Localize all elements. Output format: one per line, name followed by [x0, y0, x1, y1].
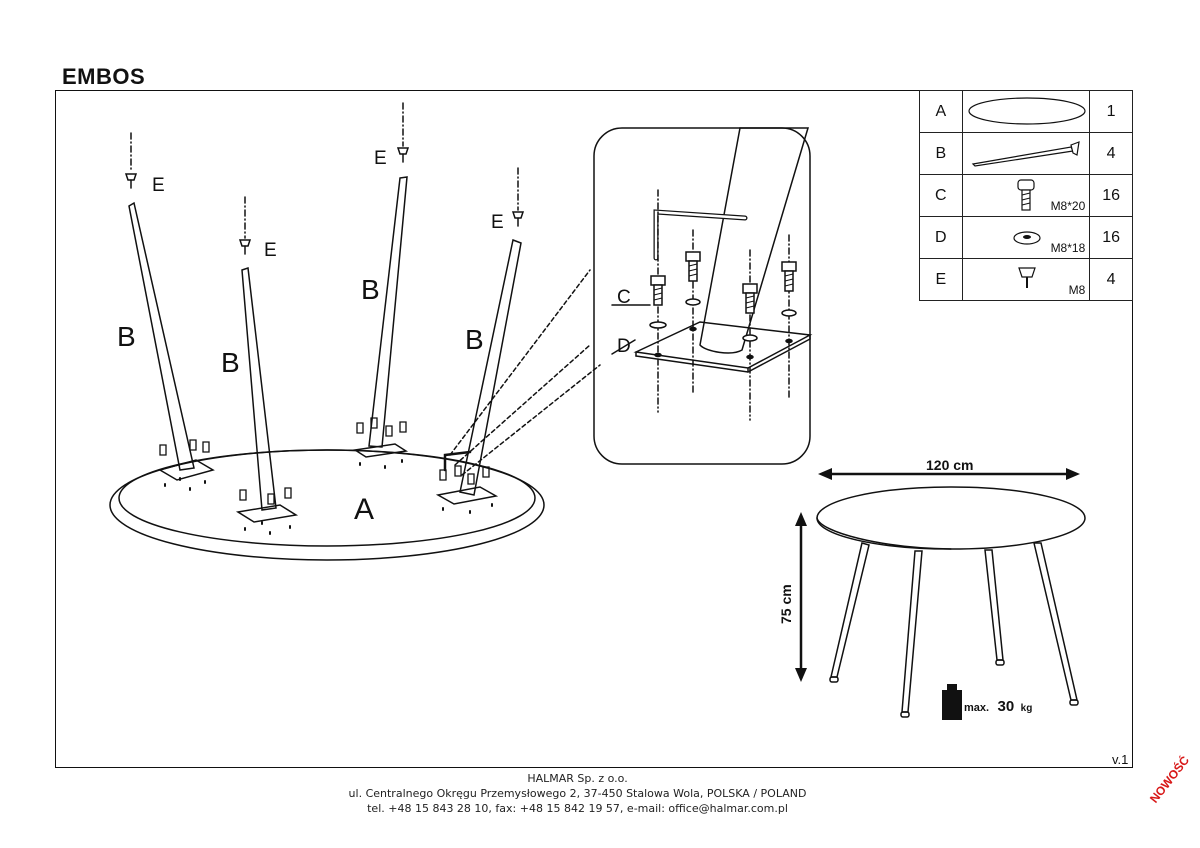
parts-row: D M8*18 16 — [919, 216, 1133, 259]
part-qty: 16 — [1089, 216, 1133, 259]
part-qty: 4 — [1089, 132, 1133, 175]
leg-b — [128, 176, 522, 511]
label-c: C — [617, 287, 631, 308]
label-b: B — [221, 347, 240, 378]
part-letter: A — [919, 90, 963, 133]
part-spec: M8*20 — [1050, 199, 1086, 213]
label-a: A — [354, 493, 374, 526]
detail-view — [593, 127, 813, 465]
label-b: B — [117, 321, 136, 352]
part-letter: D — [919, 216, 963, 259]
label-e: E — [374, 148, 387, 169]
parts-row: C M8*20 16 — [919, 174, 1133, 217]
part-letter: B — [919, 132, 963, 175]
product-title: EMBOS — [62, 64, 146, 89]
max-unit: kg — [1020, 703, 1033, 714]
tabletop-a — [109, 449, 545, 561]
leg-icon — [961, 132, 1091, 175]
washer-icon: M8*18 — [961, 216, 1091, 259]
part-qty: 4 — [1089, 258, 1133, 301]
max-load: max. 30 kg — [964, 698, 1032, 716]
parts-row: E M8 4 — [919, 258, 1133, 301]
bolt-icon: M8*20 — [961, 174, 1091, 217]
weight-icon — [942, 684, 962, 720]
label-e: E — [491, 212, 504, 233]
parts-row: A 1 — [919, 90, 1133, 133]
part-letter: C — [919, 174, 963, 217]
label-b: B — [361, 274, 380, 305]
drawing-frame — [55, 90, 1133, 768]
part-qty: 1 — [1089, 90, 1133, 133]
assembled-table — [816, 486, 1086, 718]
footer-address: ul. Centralnego Okręgu Przemysłowego 2, … — [348, 787, 807, 800]
part-spec: M8*18 — [1050, 241, 1086, 255]
glide-foot-icon: M8 — [961, 258, 1091, 301]
parts-row: B 4 — [919, 132, 1133, 175]
max-prefix: max. — [964, 702, 990, 714]
height-label: 75 cm — [778, 584, 794, 624]
label-e: E — [152, 175, 165, 196]
footer-company: HALMAR Sp. z o.o. — [527, 772, 628, 785]
part-qty: 16 — [1089, 174, 1133, 217]
footer-contact: tel. +48 15 843 28 10, fax: +48 15 842 1… — [367, 802, 788, 815]
version-label: v.1 — [1112, 752, 1129, 767]
parts-table: A 1 B 4 C M8*20 16 D M8*18 16 E M8 4 — [919, 90, 1133, 301]
max-value: 30 — [997, 698, 1015, 715]
part-letter: E — [919, 258, 963, 301]
width-label: 120 cm — [926, 457, 974, 473]
label-e: E — [264, 240, 277, 261]
label-d: D — [617, 336, 631, 357]
label-b: B — [465, 324, 484, 355]
tabletop-icon — [961, 90, 1091, 133]
part-spec: M8 — [1068, 283, 1086, 297]
glide-foot-e — [124, 102, 525, 255]
